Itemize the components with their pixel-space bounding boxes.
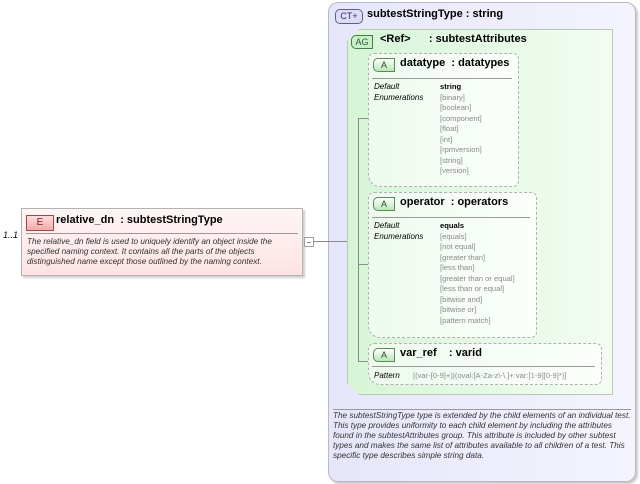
element-icon: E xyxy=(26,215,54,231)
element-relative-dn[interactable]: E relative_dn : subtestStringType The re… xyxy=(21,208,303,276)
attribute-icon: A xyxy=(373,348,395,362)
attribute-var-ref[interactable]: A var_ref : varid Pattern [(var-[0-9]+)|… xyxy=(368,343,602,385)
attribute-labels: Default Enumerations xyxy=(374,82,424,102)
collapse-toggle-icon[interactable] xyxy=(304,237,314,247)
connector-line xyxy=(313,241,347,242)
complex-type-icon: CT+ xyxy=(335,9,363,24)
pattern-label: Pattern xyxy=(374,371,400,380)
separator xyxy=(372,217,530,218)
connector-line xyxy=(358,264,368,265)
default-value: equals xyxy=(440,221,465,230)
enumeration-list: [binary] [boolean] [component] [float] [… xyxy=(440,92,482,176)
element-description: The relative_dn field is used to uniquel… xyxy=(27,237,272,266)
element-title: relative_dn : subtestStringType xyxy=(56,214,223,226)
attribute-group-icon: AG xyxy=(351,35,373,49)
attribute-labels: Default Enumerations xyxy=(374,221,424,241)
attribute-title: var_ref : varid xyxy=(400,347,482,359)
connector-line xyxy=(358,118,359,361)
attribute-datatype[interactable]: A datatype : datatypes Default Enumerati… xyxy=(368,53,519,187)
pattern-value: [(var-[0-9]+)|(oval:[A-Za-z\-\.]+:var:[1… xyxy=(413,371,567,380)
attribute-title: operator : operators xyxy=(400,196,509,208)
multiplicity-label: 1..1 xyxy=(3,230,19,240)
complex-type-title: subtestStringType : string xyxy=(367,8,504,20)
attribute-icon: A xyxy=(373,58,395,72)
connector-line xyxy=(358,361,368,362)
separator xyxy=(372,78,512,79)
attribute-title: datatype : datatypes xyxy=(400,57,510,69)
separator xyxy=(26,233,298,234)
separator xyxy=(333,409,631,410)
attribute-group-title: <Ref> : subtestAttributes xyxy=(380,33,527,45)
connector-line xyxy=(358,118,368,119)
attribute-operator[interactable]: A operator : operators Default Enumerati… xyxy=(368,192,537,338)
complex-type-description: The subtestStringType type is extended b… xyxy=(333,411,631,460)
default-value: string xyxy=(440,82,462,91)
separator xyxy=(372,366,595,367)
enumeration-list: [equals] [not equal] [greater than] [les… xyxy=(440,231,515,325)
attribute-icon: A xyxy=(373,197,395,211)
